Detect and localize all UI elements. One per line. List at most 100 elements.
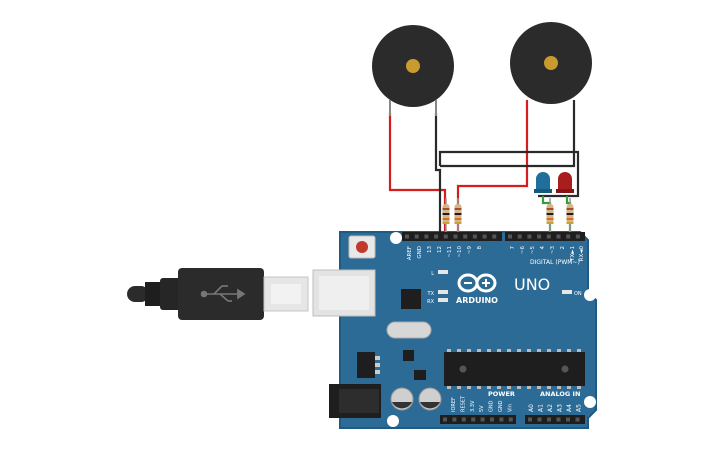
header-hole[interactable] [556, 234, 561, 239]
pin-label: A1 [538, 404, 545, 412]
usb-controller-chip [401, 289, 421, 309]
header-hole[interactable] [472, 234, 477, 239]
wire-black-led-ground[interactable] [438, 150, 580, 198]
reset-button-cap[interactable] [356, 241, 368, 253]
chip-dot [561, 365, 569, 373]
mounting-hole [584, 289, 596, 301]
analog-header-label: ANALOG IN [540, 390, 580, 398]
header-hole[interactable] [508, 417, 513, 422]
header-hole[interactable] [443, 417, 447, 422]
small-chip [403, 350, 414, 361]
usb-cable[interactable] [127, 268, 309, 320]
mounting-hole [390, 232, 402, 244]
pin-label: 12 [437, 246, 443, 253]
wire-black-buzzer1[interactable] [434, 113, 442, 232]
led-blue[interactable] [534, 172, 552, 193]
pin-label: ~5 [530, 246, 536, 255]
header-hole[interactable] [490, 417, 494, 422]
header-hole[interactable] [546, 234, 551, 239]
header-hole[interactable] [499, 417, 504, 422]
regulator-pin [375, 370, 380, 374]
crystal-oscillator [386, 321, 432, 339]
header-hole[interactable] [414, 234, 419, 239]
header-hole[interactable] [463, 234, 468, 239]
pin-label: A3 [557, 404, 564, 412]
header-hole[interactable] [508, 234, 512, 239]
header-hole[interactable] [537, 417, 542, 422]
led-rx-label: RX [427, 299, 434, 305]
header-hole[interactable] [452, 417, 457, 422]
pin-label: IOREF [451, 397, 457, 412]
mounting-hole [387, 415, 399, 427]
header-hole[interactable] [482, 234, 487, 239]
header-hole[interactable] [575, 417, 580, 422]
pin-label: Vin [507, 404, 513, 412]
pin-label: ~11 [447, 246, 453, 258]
header-hole[interactable] [527, 234, 532, 239]
buzzer-center [544, 56, 558, 70]
board-brand-label: ARDUINO [456, 296, 498, 305]
capacitor [390, 387, 414, 411]
pin-label: A4 [566, 404, 573, 412]
resistor[interactable] [546, 198, 554, 232]
led-tx-label: TX [427, 291, 435, 297]
led-tx [438, 290, 448, 294]
pin-label: ~9 [467, 246, 473, 255]
pin-label: 13 [427, 246, 433, 253]
header-hole[interactable] [405, 234, 409, 239]
buzzer-center [406, 59, 420, 73]
header-hole[interactable] [424, 234, 429, 239]
led-rim [556, 189, 574, 193]
usb-symbol-icon [200, 285, 246, 302]
header-hole[interactable] [492, 234, 497, 239]
buzzer-2[interactable] [510, 22, 592, 104]
header-hole[interactable] [566, 417, 570, 422]
header-hole[interactable] [537, 234, 542, 239]
voltage-regulator [357, 352, 375, 378]
resistor[interactable] [442, 198, 450, 232]
pin-label: A2 [547, 404, 554, 412]
pin-label: RESET [460, 395, 466, 412]
led-rx [438, 298, 448, 302]
digital-header-label: DIGITAL (PWM~) [530, 259, 580, 266]
header-hole[interactable] [517, 234, 522, 239]
chip-pins [447, 349, 581, 389]
header-hole[interactable] [547, 417, 551, 422]
regulator-pin [375, 363, 380, 367]
pin-label: GND [489, 400, 495, 412]
cable-end [127, 286, 149, 302]
wire-black-buzzer2[interactable] [440, 100, 576, 168]
resistor[interactable] [454, 198, 462, 232]
led-rim [534, 189, 552, 193]
header-hole[interactable] [556, 417, 561, 422]
small-chip [414, 370, 426, 380]
pin-label: ~3 [550, 246, 556, 255]
header-hole[interactable] [434, 234, 439, 239]
arduino-logo-icon [457, 273, 497, 293]
header-hole[interactable] [471, 417, 476, 422]
pin-label: GND [417, 246, 423, 259]
header-hole[interactable] [480, 417, 485, 422]
header-hole[interactable] [575, 234, 580, 239]
resistor[interactable] [566, 198, 574, 232]
usb-plug-metal-inner [271, 284, 301, 304]
pin-label: RX◄0 [579, 246, 585, 262]
pin-label: 8 [477, 246, 483, 250]
led-body [536, 172, 550, 192]
led-l-label: L [431, 271, 434, 277]
header-hole[interactable] [461, 417, 466, 422]
pin-label: ~10 [457, 246, 463, 258]
usb-b-jack-inner [319, 276, 369, 310]
header-hole[interactable] [528, 417, 532, 422]
digital-header-right [505, 232, 585, 241]
header-hole[interactable] [443, 234, 448, 239]
led-red[interactable] [556, 172, 574, 193]
header-hole[interactable] [453, 234, 458, 239]
header-hole[interactable] [566, 234, 571, 239]
led-body [558, 172, 572, 192]
power-header [440, 415, 516, 424]
buzzer-1[interactable] [372, 25, 454, 116]
